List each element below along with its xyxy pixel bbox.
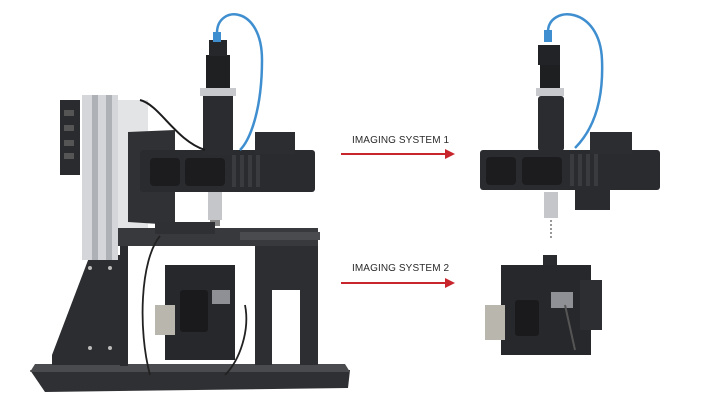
imaging-system-1-arrow [341, 149, 455, 159]
imaging-system-2-label: IMAGING SYSTEM 2 [352, 263, 450, 274]
imaging-system-2-illustration [485, 255, 602, 355]
imaging-system-2-arrow [341, 278, 455, 288]
imaging-system-1-label: IMAGING SYSTEM 1 [352, 135, 450, 146]
full-system-illustration [30, 13, 350, 392]
imaging-system-1-illustration [480, 13, 660, 240]
